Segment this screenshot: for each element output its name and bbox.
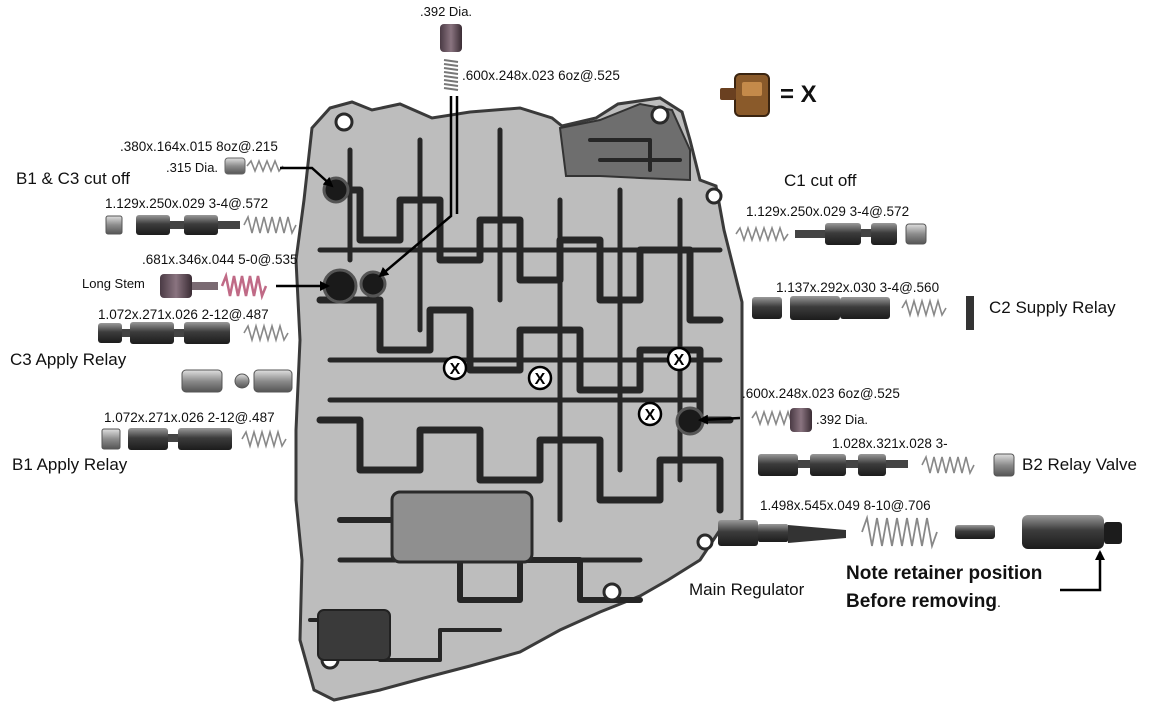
- legend-check-ball-part: [720, 73, 770, 117]
- body-holes: [320, 105, 723, 670]
- top-spring: [443, 59, 459, 91]
- body-lower-block: [317, 609, 391, 661]
- right-plug-spring: [751, 408, 812, 432]
- left-spool-3: [98, 322, 289, 344]
- check-ball-markers: X X X X: [442, 346, 692, 427]
- arrow-top-plug: [378, 96, 453, 278]
- label-b1c3-dia: .315 Dia.: [166, 160, 219, 175]
- label-top-dia: .392 Dia.: [420, 4, 473, 19]
- label-b1c3-spring: .380x.164x.015 8oz@.215: [120, 139, 278, 154]
- label-left-spring-4: 1.072x.271x.026 2-12@.487: [104, 410, 275, 425]
- b1c3-plug-spring: [224, 157, 284, 175]
- c1-cutoff-spool: [735, 223, 927, 245]
- label-right-spring-mid: .600x.248x.023 6oz@.525: [742, 386, 900, 401]
- label-top-spring: .600x.248x.023 6oz@.525: [462, 68, 620, 83]
- note-line-2-suffix: .: [996, 594, 1001, 610]
- check-ball-marker: X: [666, 346, 692, 372]
- b2-relay-valve-spool: [758, 453, 1015, 477]
- label-b2-relay-valve: B2 Relay Valve: [1022, 455, 1137, 474]
- check-ball-x: X: [535, 371, 546, 388]
- label-long-stem: Long Stem: [82, 276, 145, 291]
- label-b1-apply-relay: B1 Apply Relay: [12, 455, 128, 474]
- c2-supply-relay-spool: [752, 296, 974, 330]
- check-ball-marker: X: [637, 401, 663, 427]
- top-plug: [440, 24, 462, 52]
- label-main-regulator: Main Regulator: [689, 580, 805, 599]
- arrow-right-bore: [698, 414, 741, 425]
- check-ball-marker: X: [442, 355, 468, 381]
- arrows: [276, 96, 1105, 592]
- check-ball-x: X: [674, 352, 685, 369]
- main-regulator-assembly: [718, 514, 1122, 550]
- label-c3-apply-relay: C3 Apply Relay: [10, 350, 127, 369]
- label-left-spring-2: .681x.346x.044 5-0@.535: [142, 252, 298, 267]
- arrow-b1c3: [280, 166, 334, 188]
- bore-right: [675, 406, 705, 436]
- check-ball-marker: X: [527, 365, 553, 391]
- bore-long-stem: [322, 268, 358, 304]
- label-left-spring-1: 1.129x.250x.029 3-4@.572: [105, 196, 269, 211]
- note-line-2-text: Before removing: [846, 591, 997, 612]
- valve-body: [294, 96, 744, 702]
- body-cavity: [390, 490, 534, 564]
- top-plug-assembly: [440, 24, 462, 91]
- label-c1-cutoff: C1 cut off: [784, 171, 857, 190]
- c3-apply-relay-parts: [181, 369, 293, 393]
- label-right-dia-mid: .392 Dia.: [816, 412, 869, 427]
- check-ball-x: X: [450, 361, 461, 378]
- label-c2-supply-relay: C2 Supply Relay: [989, 298, 1116, 317]
- long-stem-assembly: [160, 271, 268, 301]
- left-spool-5: [101, 428, 287, 450]
- label-right-spring-main: 1.498x.545x.049 8-10@.706: [760, 498, 931, 513]
- note-line-1: Note retainer position: [846, 563, 1043, 584]
- arrow-retainer: [1060, 550, 1105, 592]
- label-b1-c3-cutoff: B1 & C3 cut off: [16, 169, 131, 188]
- label-right-spring-b2: 1.028x.321x.028 3-: [832, 436, 948, 451]
- note-line-2: Before removing.: [846, 591, 1001, 613]
- bore-top: [359, 270, 387, 298]
- label-right-spring-c2: 1.137x.292x.030 3-4@.560: [776, 280, 940, 295]
- label-right-spring-c1: 1.129x.250x.029 3-4@.572: [746, 204, 910, 219]
- check-ball-x: X: [645, 407, 656, 424]
- legend-text: = X: [780, 81, 817, 108]
- left-spool-1: [105, 214, 297, 236]
- label-left-spring-3: 1.072x.271x.026 2-12@.487: [98, 307, 269, 322]
